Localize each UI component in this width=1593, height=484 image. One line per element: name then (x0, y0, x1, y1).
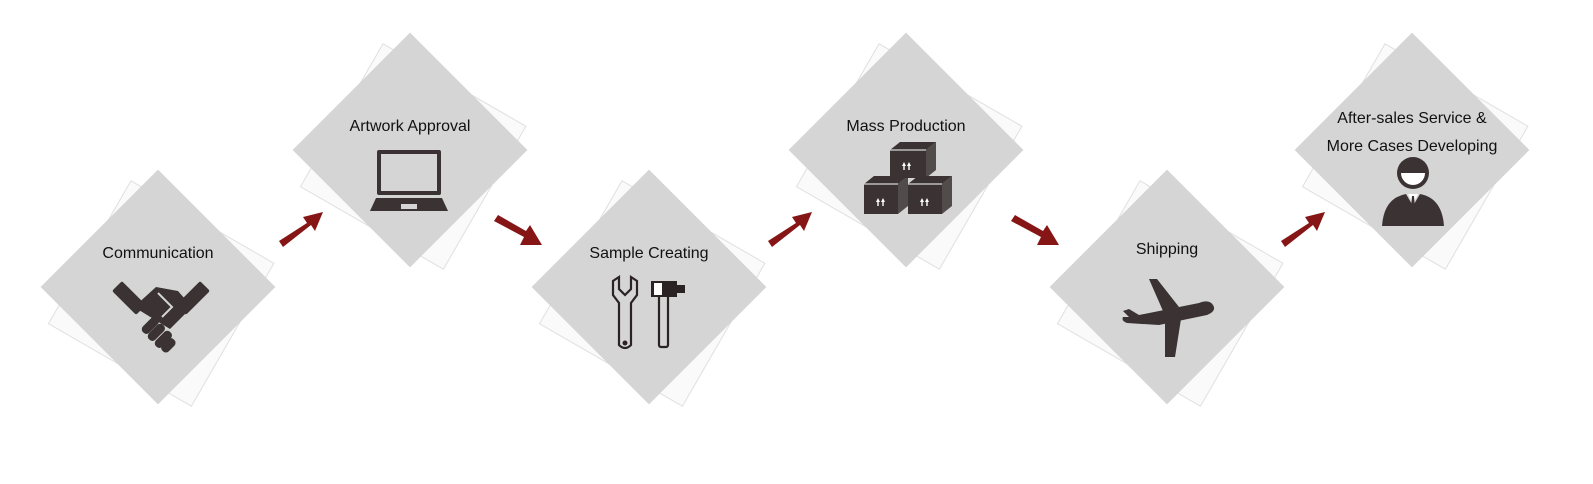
person-icon (1382, 157, 1444, 226)
step-label: Sample Creating (589, 245, 709, 262)
airplane-icon (1122, 279, 1215, 357)
handshake-icon (112, 281, 210, 353)
step-label: Artwork Approval (349, 118, 471, 135)
laptop-icon (370, 150, 448, 211)
step-communication: Communication (38, 167, 278, 407)
step-label: Shipping (1135, 241, 1199, 258)
step-label: Communication (102, 245, 214, 262)
step-artwork-approval: Artwork Approval (290, 30, 530, 270)
step-label: Mass Production (846, 118, 966, 135)
step-after-sales: After-sales Service & More Cases Develop… (1292, 30, 1532, 270)
step-sample-creating: Sample Creating (529, 167, 769, 407)
flow-arrow-up (279, 212, 323, 247)
flow-arrow-up (768, 212, 812, 247)
tools-icon (611, 274, 685, 350)
step-shipping: Shipping (1047, 167, 1287, 407)
boxes-icon (864, 142, 952, 214)
step-mass-production: Mass Production (786, 30, 1026, 270)
flow-arrow-down (494, 215, 542, 245)
flow-arrow-down (1011, 215, 1059, 245)
step-label: After-sales Service & More Cases Develop… (1326, 110, 1498, 155)
flow-arrow-up (1281, 212, 1325, 247)
